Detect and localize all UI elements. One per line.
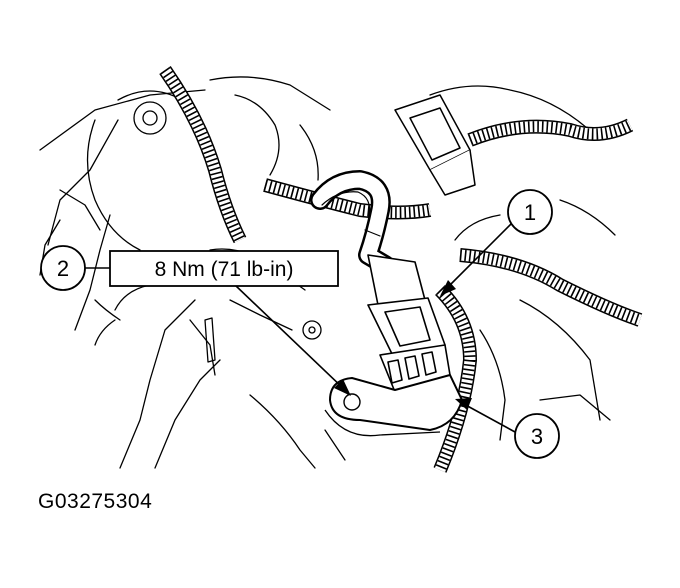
callout-3-circle: [514, 413, 560, 459]
leader-1: [444, 222, 513, 291]
callout-2-label: 2: [57, 256, 69, 281]
arrow-3: [455, 398, 472, 410]
callout-1: 1: [507, 189, 553, 235]
sensor-pigtail: [310, 170, 395, 275]
leader-2: [234, 284, 346, 391]
arrow-2: [334, 379, 351, 396]
sensor-connector: [367, 254, 451, 393]
callout-3-label: 3: [531, 424, 543, 449]
leader-3: [461, 402, 516, 433]
wire-harness-left: [159, 65, 247, 244]
torque-spec-label: 8 Nm (71 lb-in): [155, 258, 294, 281]
callout-leaders: [234, 222, 516, 433]
callout-3: 3: [514, 413, 560, 459]
callout-2: 2 8 Nm (71 lb-in): [40, 245, 339, 291]
wire-harness-right: [459, 248, 643, 327]
callout-arrowheads: [334, 280, 472, 410]
torque-spec-box: [109, 250, 339, 287]
figure-id-label: G03275304: [38, 490, 153, 513]
wire-harness-lower: [433, 285, 478, 473]
callout-1-label: 1: [524, 200, 536, 225]
wire-harness-center: [263, 178, 432, 220]
crankshaft-position-sensor: [324, 374, 463, 437]
arrow-1: [440, 280, 456, 296]
upper-connector: [394, 94, 476, 196]
callout-1-circle: [507, 189, 553, 235]
wire-harness-top-right: [467, 118, 634, 147]
